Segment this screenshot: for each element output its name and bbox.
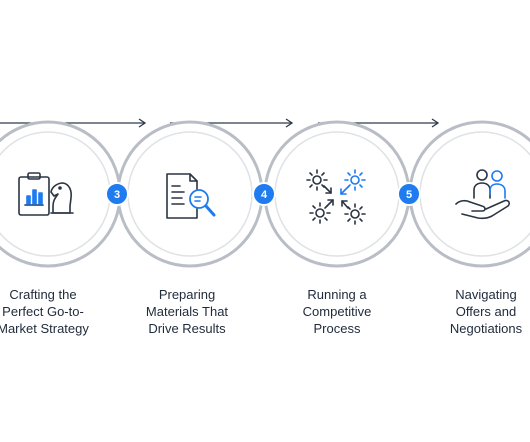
document-magnifier-icon <box>166 173 216 219</box>
step-label-2: Preparing Materials That Drive Results <box>112 286 262 337</box>
step-label-4-line-1: Navigating <box>455 287 517 302</box>
step-badge-5-number: 5 <box>406 189 412 201</box>
step-badge-4: 4 <box>252 182 276 206</box>
step-label-1-line-2: Perfect Go-to- <box>2 304 84 319</box>
step-label-4-line-3: Negotiations <box>449 321 523 336</box>
step-circle-3 <box>263 120 411 268</box>
step-badge-5: 5 <box>397 182 421 206</box>
gears-converging-arrows-icon <box>306 169 366 225</box>
step-badge-4-number: 4 <box>261 189 268 201</box>
step-label-3-line-2: Competitive <box>302 304 372 319</box>
hand-with-people-icon <box>455 169 511 220</box>
step-circle-2 <box>116 120 264 268</box>
step-label-4: Navigating Offers and Negotiations <box>411 286 530 337</box>
step-badge-3: 3 <box>105 182 129 206</box>
step-label-1-line-3: Market Strategy <box>0 321 89 336</box>
step-label-2-line-2: Materials That <box>145 304 229 319</box>
step-label-1-line-1: Crafting the <box>9 287 77 302</box>
step-label-2-line-3: Drive Results <box>148 321 226 336</box>
step-label-1: Crafting the Perfect Go-to- Market Strat… <box>0 286 118 337</box>
step-label-3: Running a Competitive Process <box>262 286 412 337</box>
step-label-3-line-3: Process <box>313 321 361 336</box>
step-label-3-line-1: Running a <box>307 287 367 302</box>
step-circle-4 <box>408 120 530 268</box>
step-badge-3-number: 3 <box>114 189 120 201</box>
step-label-2-line-1: Preparing <box>158 287 216 302</box>
step-label-4-line-2: Offers and <box>455 304 517 319</box>
strategy-chess-clipboard-icon <box>18 172 74 216</box>
